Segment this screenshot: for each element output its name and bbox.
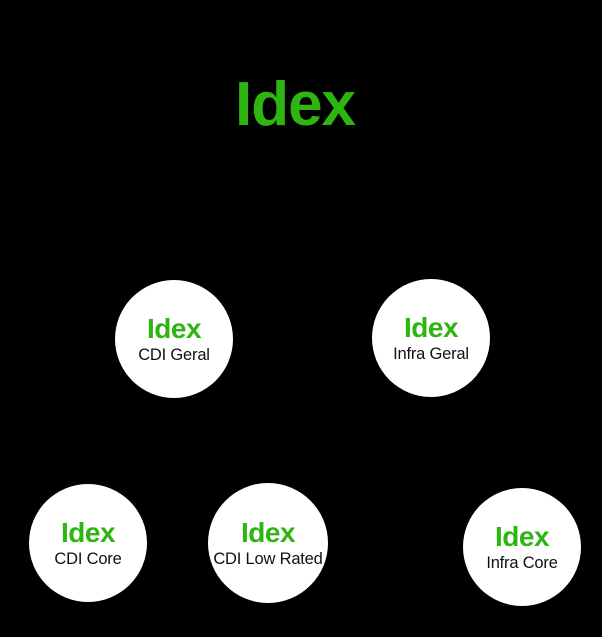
- idex-wordmark-title: Idex: [234, 70, 356, 139]
- fund-node-label: Infra Geral: [393, 344, 469, 363]
- idex-wordmark: Idex: [60, 516, 116, 548]
- idex-wordmark: Idex: [403, 311, 459, 343]
- fund-node-label: CDI Core: [54, 549, 122, 568]
- fund-node-cdi-geral: Idex CDI Geral: [115, 280, 233, 398]
- fund-node-cdi-core: Idex CDI Core: [29, 484, 147, 602]
- fund-node-infra-core: Idex Infra Core: [463, 488, 581, 606]
- idex-wordmark: Idex: [146, 312, 202, 344]
- fund-node-label: CDI Low Rated: [213, 549, 323, 568]
- fund-node-label: CDI Geral: [138, 345, 210, 364]
- idex-wordmark: Idex: [240, 516, 296, 548]
- fund-node-cdi-low-rated: Idex CDI Low Rated: [208, 483, 328, 603]
- fund-node-infra-geral: Idex Infra Geral: [372, 279, 490, 397]
- idex-wordmark: Idex: [494, 520, 550, 552]
- fund-node-label: Infra Core: [486, 553, 558, 572]
